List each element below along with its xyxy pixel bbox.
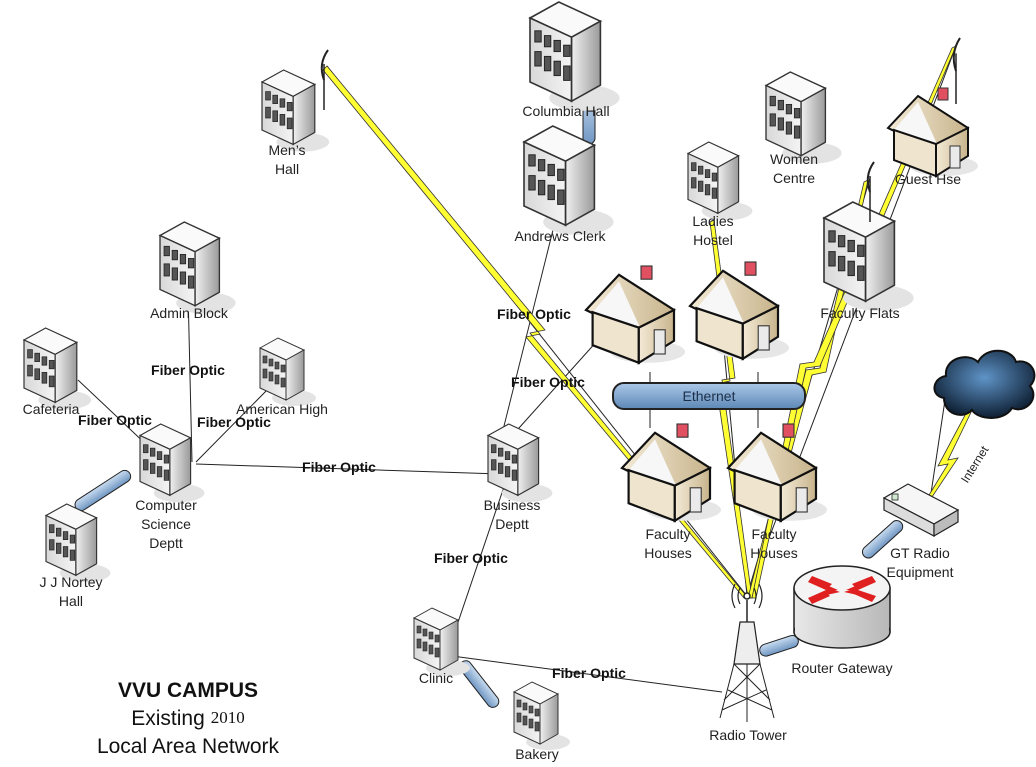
label-andrews-clerk: Andrews Clerk (514, 228, 606, 244)
gt-radio-equipment-icon (882, 483, 960, 538)
label-american-high: American High (236, 401, 328, 417)
label-business-deptt: Business Deptt (483, 497, 541, 532)
wireless-internet (925, 401, 977, 501)
title-existing-text: Existing (131, 707, 205, 730)
title-campus: VVU CAMPUS (117, 679, 259, 702)
building-ladies-hostel (687, 141, 753, 221)
building-computer-science (139, 423, 205, 503)
fiber-label-clinic: Fiber Optic (434, 550, 508, 566)
label-faculty-houses-2: Faculty Houses (750, 526, 798, 561)
label-columbia-hall: Columbia Hall (522, 103, 610, 119)
label-cafeteria: Cafeteria (22, 401, 80, 417)
label-gt-radio: GT Radio Equipment (886, 545, 954, 580)
internet-cloud-icon (933, 349, 1036, 419)
label-radio-tower: Radio Tower (709, 727, 787, 743)
dish-icon (952, 36, 962, 106)
link-cs-business (195, 463, 501, 475)
fiber-label-tower: Fiber Optic (552, 665, 626, 681)
fiber-label-cafeteria: Fiber Optic (78, 412, 152, 428)
building-columbia-hall (529, 1, 621, 112)
building-mens-hall (261, 69, 330, 153)
building-clinic (413, 607, 471, 677)
building-cafeteria (23, 327, 92, 411)
link-cs-admin (187, 289, 193, 463)
building-jj-nortey-hall (45, 503, 111, 583)
ethernet-bus: Ethernet (612, 382, 806, 410)
house-faculty-houses-2 (726, 422, 829, 522)
label-faculty-houses-1: Faculty Houses (644, 526, 692, 561)
label-computer-science: Computer Science Deptt (135, 497, 197, 551)
house-faculty-top-2 (688, 260, 791, 360)
house-faculty-top-1 (584, 264, 687, 364)
building-admin-block (159, 221, 237, 315)
link-cs-american-high (195, 384, 273, 463)
link-business-andrews (499, 209, 559, 443)
dish-icon (320, 49, 329, 111)
diagram-title: VVU CAMPUS Existing 2010 Local Area Netwo… (97, 678, 279, 761)
radio-tower-icon (719, 583, 775, 722)
fiber-label-faculty: Fiber Optic (511, 374, 585, 390)
label-admin-block: Admin Block (150, 305, 228, 321)
label-mens-hall: Men’s Hall (268, 142, 306, 177)
house-faculty-houses-1 (620, 422, 723, 522)
link-clinic-tower (451, 655, 723, 693)
house-guest-hse (887, 87, 979, 177)
link-cs-cafeteria (77, 379, 151, 449)
building-andrews-clerk (523, 125, 615, 236)
label-router-gateway: Router Gateway (791, 660, 893, 676)
fiber-label-admin: Fiber Optic (151, 362, 225, 378)
title-year: 2010 (210, 708, 245, 727)
label-faculty-flats: Faculty Flats (820, 305, 900, 321)
title-lan: Local Area Network (96, 735, 280, 758)
fiber-label-business: Fiber Optic (302, 459, 376, 475)
building-business-deptt (487, 423, 553, 503)
link-business-clinic (451, 474, 509, 641)
building-american-high (259, 337, 317, 407)
label-jj-nortey-hall: J J Nortey Hall (39, 574, 103, 609)
link-business-faculty-house (509, 339, 599, 439)
fiber-label-andrews: Fiber Optic (497, 306, 571, 322)
router-gateway-icon (793, 565, 891, 649)
label-guest-hse: Guest Hse (894, 171, 962, 187)
building-bakery (513, 681, 571, 751)
title-existing: Existing 2010 (97, 704, 279, 733)
label-clinic: Clinic (418, 670, 454, 686)
label-ladies-hostel: Ladies Hostel (692, 213, 734, 248)
label-bakery: Bakery (515, 746, 559, 762)
label-women-centre: Women Centre (770, 151, 818, 186)
fiber-label-american-high: Fiber Optic (197, 414, 271, 430)
